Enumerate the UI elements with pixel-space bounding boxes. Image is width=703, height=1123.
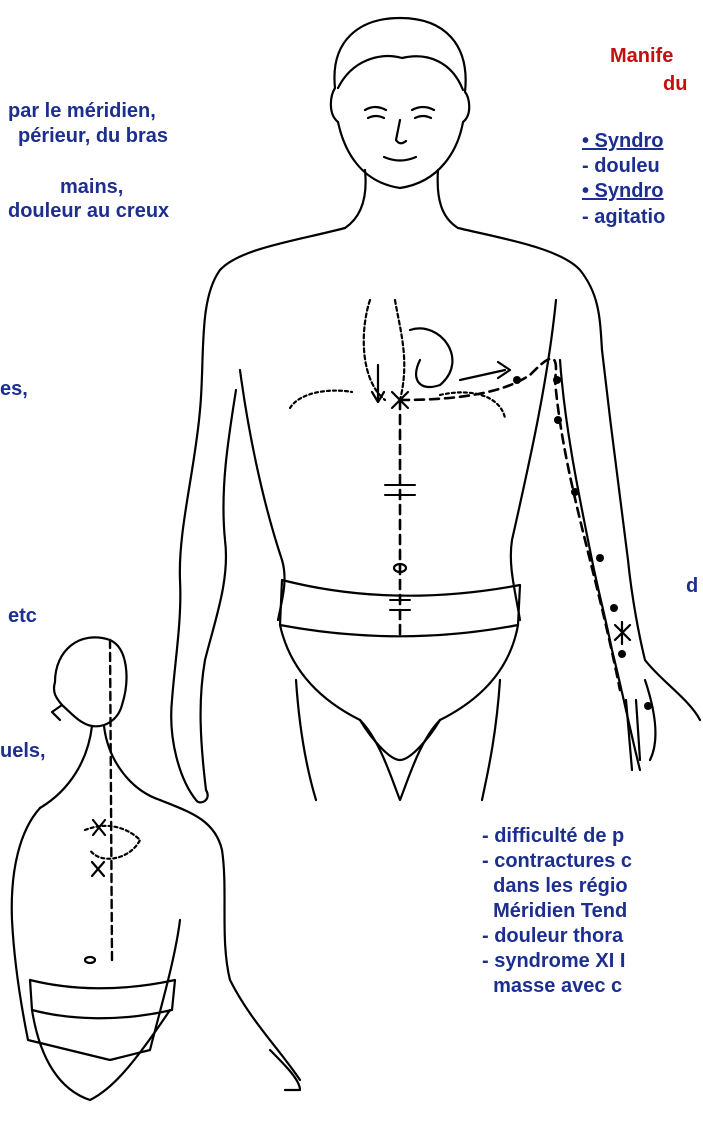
bottom-item-6: - syndrome XI I bbox=[482, 950, 625, 972]
bottom-item-4: Méridien Tend bbox=[482, 900, 627, 922]
left-line-7: uels, bbox=[0, 740, 46, 762]
right-item-1: - douleu bbox=[582, 155, 660, 177]
inset-body bbox=[12, 808, 180, 1060]
left-line-5: es, bbox=[0, 378, 28, 400]
syndrome-label-1: • Syndro bbox=[582, 130, 663, 152]
left-line-4: douleur au creux bbox=[8, 200, 169, 222]
left-line-1: par le méridien, bbox=[8, 100, 156, 122]
bottom-item-1: - difficulté de p bbox=[482, 825, 624, 847]
left-line-2: périeur, du bras bbox=[18, 125, 168, 147]
meridian-arm-line bbox=[400, 359, 620, 690]
syndrome-label-2: • Syndro bbox=[582, 180, 663, 202]
torso-outline bbox=[171, 228, 345, 802]
bottom-item-7: masse avec c bbox=[482, 975, 622, 997]
head-outline bbox=[331, 18, 469, 188]
right-item-2: - agitatio bbox=[582, 206, 665, 228]
inset-head bbox=[54, 637, 126, 726]
bottom-item-2: - contractures c bbox=[482, 850, 632, 872]
bottom-item-3: dans les régio bbox=[482, 875, 628, 897]
right-title-line-2: du bbox=[663, 73, 687, 95]
mid-right-fragment: d bbox=[686, 575, 698, 597]
left-line-3: mains, bbox=[60, 176, 123, 198]
bottom-item-5: - douleur thora bbox=[482, 925, 623, 947]
right-title-line-1: Manife bbox=[610, 45, 673, 67]
left-line-6: etc bbox=[8, 605, 37, 627]
